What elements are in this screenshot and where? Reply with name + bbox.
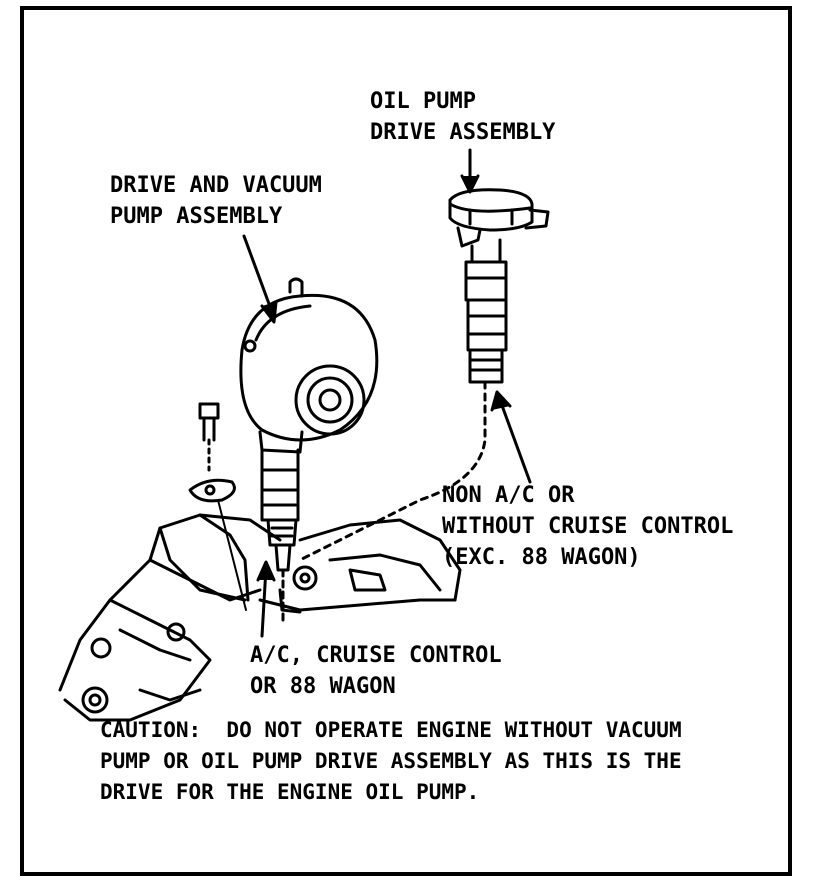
vacuum-pump-assembly [239, 277, 379, 622]
caution-note: CAUTION: DO NOT OPERATE ENGINE WITHOUT V… [100, 718, 682, 804]
leader-arrows [242, 148, 532, 638]
gasket-and-bolt [188, 402, 247, 611]
oil-pump-drive-assembly [298, 188, 550, 562]
engine-block [58, 513, 462, 722]
diagram-frame [20, 6, 792, 876]
